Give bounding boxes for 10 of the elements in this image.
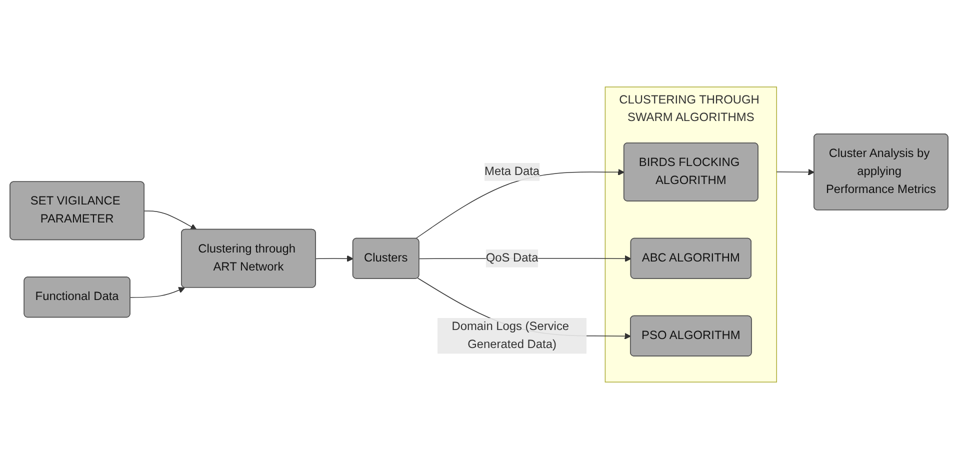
arrow	[776, 169, 815, 176]
edge-label: Domain Logs (Service Generated Data)	[452, 320, 570, 352]
edge-label: QoS Data	[486, 252, 538, 265]
cluster	[604, 87, 777, 383]
arrow	[316, 256, 354, 262]
edge-label: Meta Data	[484, 166, 540, 178]
arrow	[144, 211, 197, 230]
arrow	[130, 288, 186, 298]
flowchart: CLUSTERING THROUGH SWARM ALGORITHMS Meta Data QoS Data Domain Logs (Service Generated Data) SET VIGILANCE PARAMETER Functional Data Clustering through ART Network Clusters BIRDS FLOCKING ALGORITHM ABC ALGORITHM PSO ALGORITHM Cluster Analysis by applying Performance Metrics	[4, 81, 954, 389]
arrow	[415, 169, 624, 240]
